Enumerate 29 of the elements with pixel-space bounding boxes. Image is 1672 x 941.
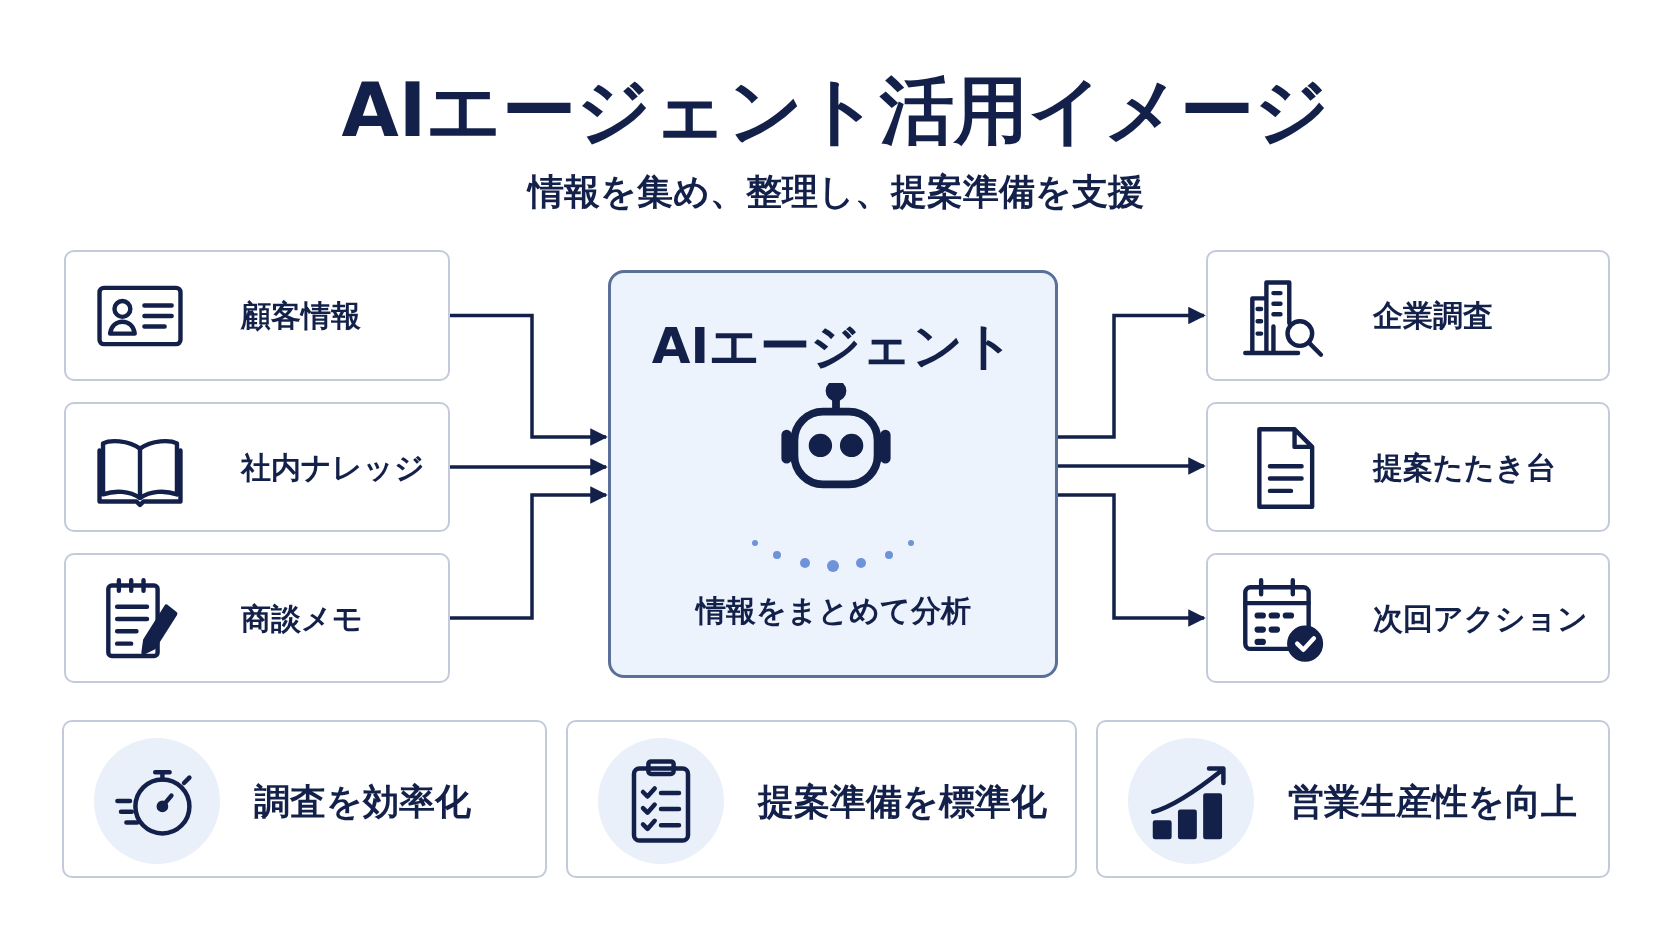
agent-panel [608,270,1058,678]
arrow [1058,306,1206,439]
benefit-card [1096,720,1610,878]
benefit-label: 提案準備を標準化 [758,780,1047,824]
card-label: 商談メモ [241,600,363,638]
card-label: 提案たたき台 [1373,449,1556,487]
title: AIエージェント活用イメージ [340,66,1332,155]
input-card [64,553,450,683]
output-card [1206,402,1610,532]
panel-heading: AIエージェント [650,316,1016,377]
card-label: 社内ナレッジ [241,449,425,487]
subtitle: 情報を集め、整理し、提案準備を支援 [525,170,1145,214]
card-label: 企業調査 [1373,297,1493,335]
arrow [450,458,608,476]
benefit-label: 調査を効率化 [254,780,471,824]
arrow [1058,493,1206,627]
input-card [64,250,450,381]
benefit-card [62,720,547,878]
panel-caption: 情報をまとめて分析 [694,592,972,630]
output-card [1206,250,1610,381]
arrow [1058,457,1206,475]
arrow [450,313,608,446]
benefit-card [566,720,1077,878]
output-card [1206,553,1610,683]
input-card [64,402,450,532]
benefit-label: 営業生産性を向上 [1288,780,1577,824]
card-label: 次回アクション [1373,600,1588,638]
card-label: 顧客情報 [241,297,361,335]
arrow [450,486,608,620]
